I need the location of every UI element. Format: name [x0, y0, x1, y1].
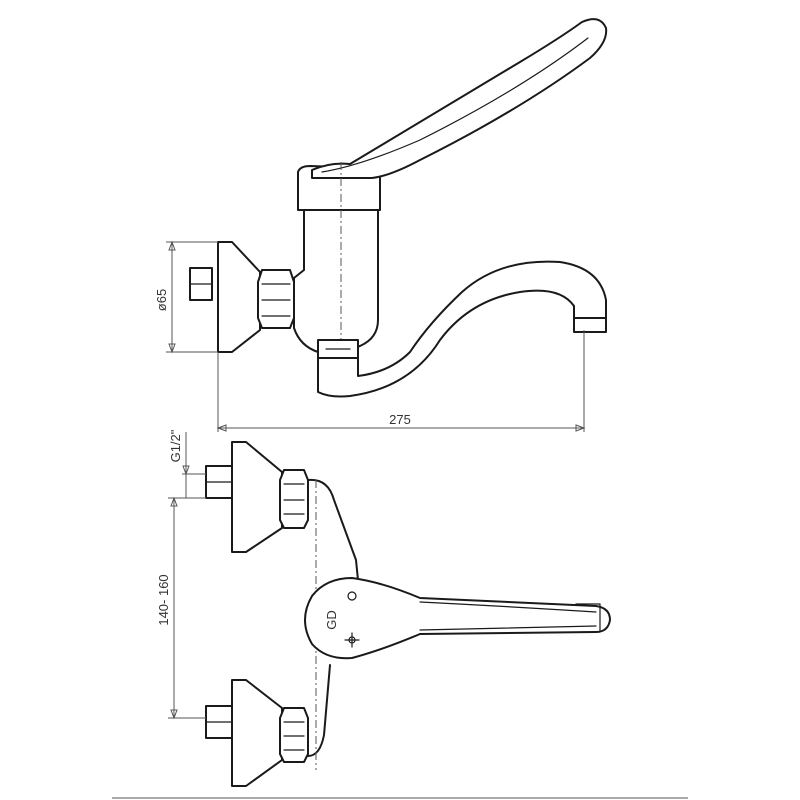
cold-marker-icon: [347, 591, 357, 601]
side-aerator: [573, 317, 607, 333]
hot-marker-icon: [344, 632, 360, 648]
side-hex-nut: [257, 269, 295, 329]
side-mixer-body: [293, 209, 379, 353]
front-lever-handle: [304, 577, 611, 660]
front-spout-end: [575, 603, 601, 633]
front-lower-flange: [231, 679, 283, 787]
side-lever-handle: [311, 18, 608, 179]
front-mixer-body: [307, 478, 359, 581]
front-lower-nut: [279, 707, 309, 763]
thread-label: G1/2": [168, 429, 183, 462]
side-wall-flange: [217, 241, 261, 353]
side-view: ø65 275: [154, 18, 608, 432]
width-label: 275: [389, 412, 411, 427]
brand-logo: GD: [324, 610, 339, 630]
front-view: GD G1/2" 140- 160: [156, 429, 611, 787]
front-upper-flange: [231, 441, 283, 553]
spacing-label: 140- 160: [156, 574, 171, 625]
front-upper-nut: [279, 469, 309, 529]
diameter-label: ø65: [154, 289, 169, 311]
